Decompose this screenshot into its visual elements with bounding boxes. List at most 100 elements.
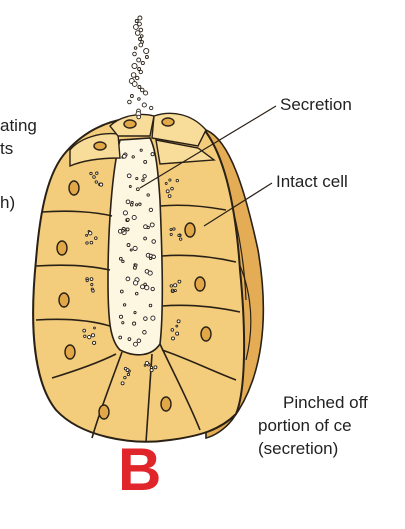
secretion-granule [85,233,89,237]
secretion-granule [139,148,143,152]
secretion-granule [126,173,132,179]
nucleus [68,180,80,196]
secretion-granule [170,186,174,191]
secretion-granule [135,75,140,81]
nuclei [56,117,212,420]
secretion-granule [139,87,145,93]
secretion-granule [143,316,148,321]
nucleus [98,404,110,420]
secretion-granule [137,67,142,71]
secretion-granule [130,72,137,78]
secretion-granule [121,321,125,325]
secretion-granule [134,30,141,36]
nucleus [200,326,212,342]
leader-line-intact-cell [203,182,273,227]
secretion-granule [149,256,153,261]
secretion-granule [121,229,125,233]
secretion-granule [149,105,154,111]
label-pinched-off-2: portion of ce [258,416,352,435]
secretion-granule [89,277,94,281]
secretion-granule [133,341,138,347]
secretion-granule [132,265,137,270]
secretion-granule [123,375,127,380]
secretion-granule [173,289,177,293]
secretion-granule [177,279,182,284]
secretion-granule [90,283,94,287]
secretion-granule [146,193,150,197]
secretion-granule [85,241,89,245]
secretion-granule [146,225,150,230]
nucleus [93,141,107,151]
secretion-granule [122,303,127,307]
secretion-granule [138,27,144,33]
secretion-granule [125,217,130,222]
secretion-granule [89,240,94,245]
nucleus [123,119,137,129]
left-label-fragment-2: ts [0,139,14,158]
secretion-granule [149,368,154,373]
secretion-granule [176,319,181,324]
label-intact-cell: Intact cell [276,172,348,191]
nucleus [161,117,175,127]
secretion-granule [123,366,128,371]
secretion-granule [128,185,132,188]
secretion-granule [118,256,123,261]
secretion-granule [175,324,179,328]
label-secretion: Secretion [280,95,352,114]
secretion-granule [131,214,137,221]
secretion-granule [92,175,96,179]
secretion-granule [143,236,147,241]
secretion-granule [137,85,142,89]
secretion-granule [138,69,143,75]
secretion-granule [144,360,150,366]
secretion-granule [150,152,155,157]
bottom-wall-5 [161,349,237,381]
secretion-granule [170,288,174,292]
secretion-granule [125,276,131,282]
secretion-granule [150,315,156,321]
secretion-granule [144,269,150,274]
secretion-granule [94,180,98,184]
secretion-granule [142,330,147,335]
secretion-granule [143,159,148,164]
secretion-granule [165,189,170,194]
secretion-granule [133,311,137,315]
secretion-granule [138,202,142,206]
top-cell-4 [155,139,216,165]
nucleus [64,344,76,360]
secretion-granule [136,338,142,343]
secretion-granule [138,42,144,48]
secretion-granule [133,24,139,30]
label-pinched-off-1: Pinched off [283,393,368,412]
secretion-granule [150,286,155,292]
secretion-granule [122,210,128,216]
secretion-granule [169,228,173,232]
top-cell-1 [69,132,121,168]
secretion-granule [151,239,156,244]
secretion-granule [82,328,87,333]
secretion-granule [170,328,175,332]
secretion-granule [134,19,139,23]
secretion-granule [169,232,173,236]
secretion-granule [129,248,133,252]
secretion-granule [140,284,145,290]
secretion-granule [93,326,96,330]
left-wall-2 [35,264,111,271]
secretion-granule [132,51,137,57]
secretion-granule [129,94,134,98]
secretion-granule [129,202,134,207]
bottom-wall-1 [51,353,117,379]
secretion-granule [99,182,104,187]
secretion-granule [171,336,175,341]
nucleus [194,276,206,292]
nucleus [56,240,68,256]
right-wall-1 [159,204,227,211]
secretion-granule [144,285,150,291]
secretion-granule [91,289,95,293]
secretion-granule [127,337,132,341]
secretion-granule [175,178,179,183]
secretion-granule [151,254,156,260]
leader-line-secretion [139,105,277,189]
secretion-granule [137,15,143,21]
bottom-wall-4 [159,343,201,431]
